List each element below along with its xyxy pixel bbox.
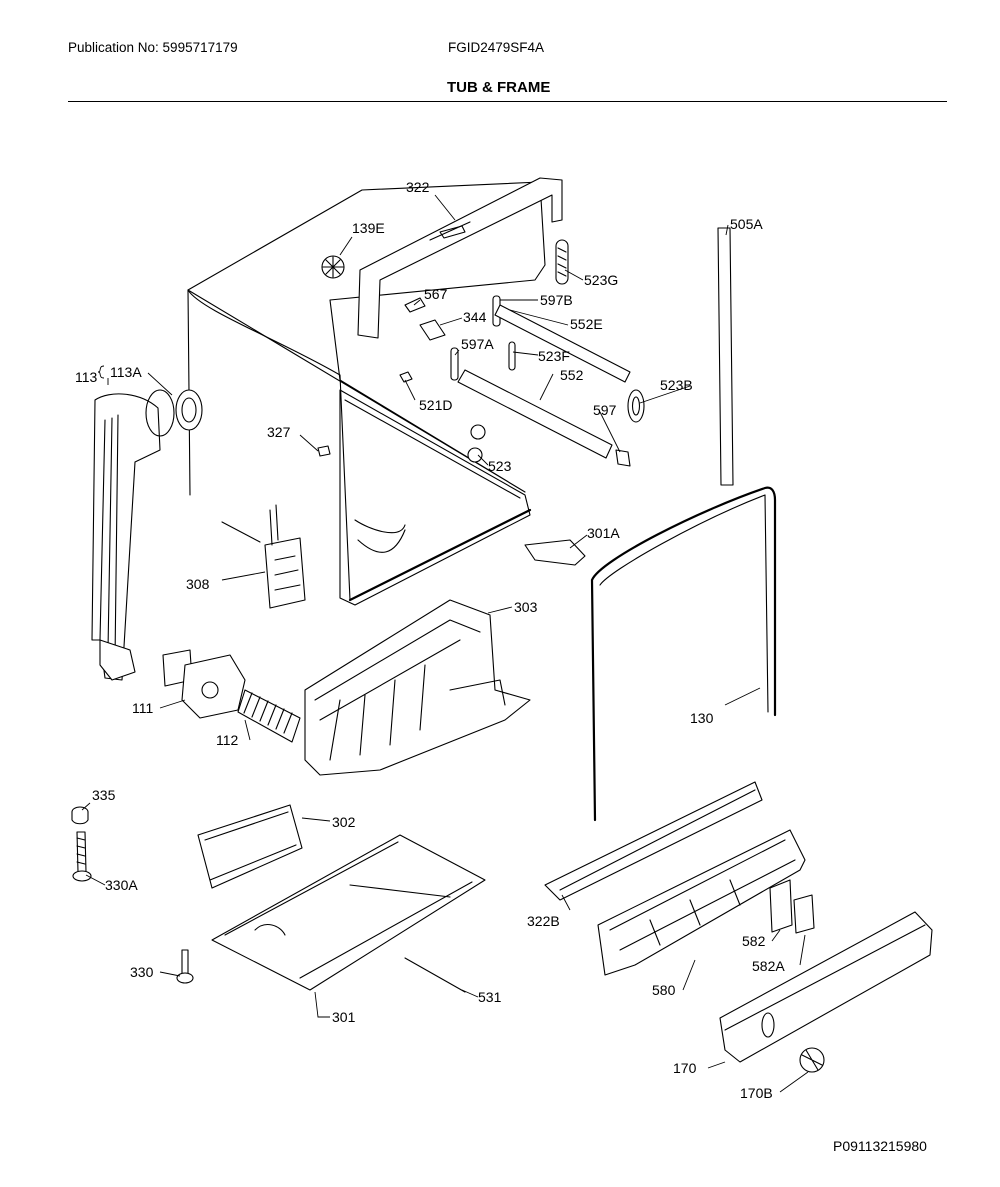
label-531: 531 [478, 989, 502, 1005]
label-303: 303 [514, 599, 538, 615]
label-322B: 322B [527, 913, 560, 929]
label-111: 111 [132, 700, 153, 716]
part-335-nut [71, 806, 89, 825]
part-130-gasket [590, 486, 777, 822]
diagram-id: P09113215980 [833, 1138, 927, 1154]
label-170B: 170B [740, 1085, 773, 1101]
label-327: 327 [267, 424, 291, 440]
tub-part [187, 181, 546, 606]
label-170: 170 [673, 1060, 697, 1076]
part-301-pan [211, 834, 486, 991]
label-308: 308 [186, 576, 210, 592]
part-322B-rail [544, 781, 763, 901]
page-title: TUB & FRAME [447, 79, 551, 96]
part-505A-strip [717, 227, 734, 486]
label-597: 597 [593, 402, 617, 418]
label-330A: 330A [105, 877, 138, 893]
label-113A: 113A [110, 364, 142, 380]
label-302: 302 [332, 814, 356, 830]
label-597A: 597A [461, 336, 494, 352]
publication-number: Publication No: 5995717179 [68, 40, 238, 55]
label-344: 344 [463, 309, 487, 325]
label-139E: 139E [352, 220, 385, 236]
part-170B-clip [799, 1047, 825, 1073]
part-567-clip [404, 297, 426, 313]
part-523F [508, 341, 516, 371]
part-322-bracket [357, 177, 563, 339]
label-322: 322 [406, 179, 430, 195]
label-580: 580 [652, 982, 676, 998]
label-523: 523 [488, 458, 512, 474]
callout-labels: 322 139E 505A 523G 567 597B 344 552E 597… [75, 179, 785, 1101]
part-327-screw [317, 445, 331, 457]
part-597A [450, 347, 459, 381]
part-597 [615, 449, 631, 467]
leader-lines [81, 194, 809, 1093]
part-523G-spring [555, 239, 569, 285]
label-335: 335 [92, 787, 116, 803]
label-597B: 597B [540, 292, 573, 308]
part-521D [399, 371, 413, 383]
part-113A-ring [145, 389, 175, 437]
part-170-toe-kick [719, 911, 933, 1063]
part-344 [419, 319, 446, 341]
part-112-hose [237, 689, 301, 743]
part-301A [524, 539, 586, 566]
part-111-pump [162, 649, 246, 719]
part-139E-vent [321, 255, 345, 279]
part-523B [627, 389, 645, 423]
part-531-rod [404, 957, 466, 993]
part-113A-cap [175, 389, 203, 431]
label-521D: 521D [419, 397, 452, 413]
label-552E: 552E [570, 316, 603, 332]
part-303-base [304, 599, 531, 776]
label-523B: 523B [660, 377, 693, 393]
header-divider [68, 101, 947, 102]
part-330A-bolt [72, 831, 92, 882]
label-113: 113 [75, 369, 98, 385]
part-552-rail [457, 369, 613, 459]
label-505A: 505A [730, 216, 763, 232]
part-330-bolt [176, 949, 194, 984]
label-582A: 582A [752, 958, 785, 974]
label-130: 130 [690, 710, 714, 726]
part-552E-rail [494, 304, 631, 383]
part-582-bracket [769, 879, 793, 933]
model-number: FGID2479SF4A [448, 40, 545, 55]
label-523F: 523F [538, 348, 570, 364]
part-582A-plate [793, 894, 815, 934]
part-113-duct [91, 393, 161, 681]
label-330: 330 [130, 964, 154, 980]
part-302-panel [197, 804, 303, 889]
part-580-frame [597, 829, 806, 976]
part-308-vent [221, 504, 306, 609]
label-301A: 301A [587, 525, 620, 541]
label-301: 301 [332, 1009, 356, 1025]
label-552: 552 [560, 367, 584, 383]
label-523G: 523G [584, 272, 618, 288]
part-523-wheels [467, 424, 486, 463]
label-567: 567 [424, 286, 448, 302]
label-582: 582 [742, 933, 766, 949]
label-112: 112 [216, 732, 239, 748]
